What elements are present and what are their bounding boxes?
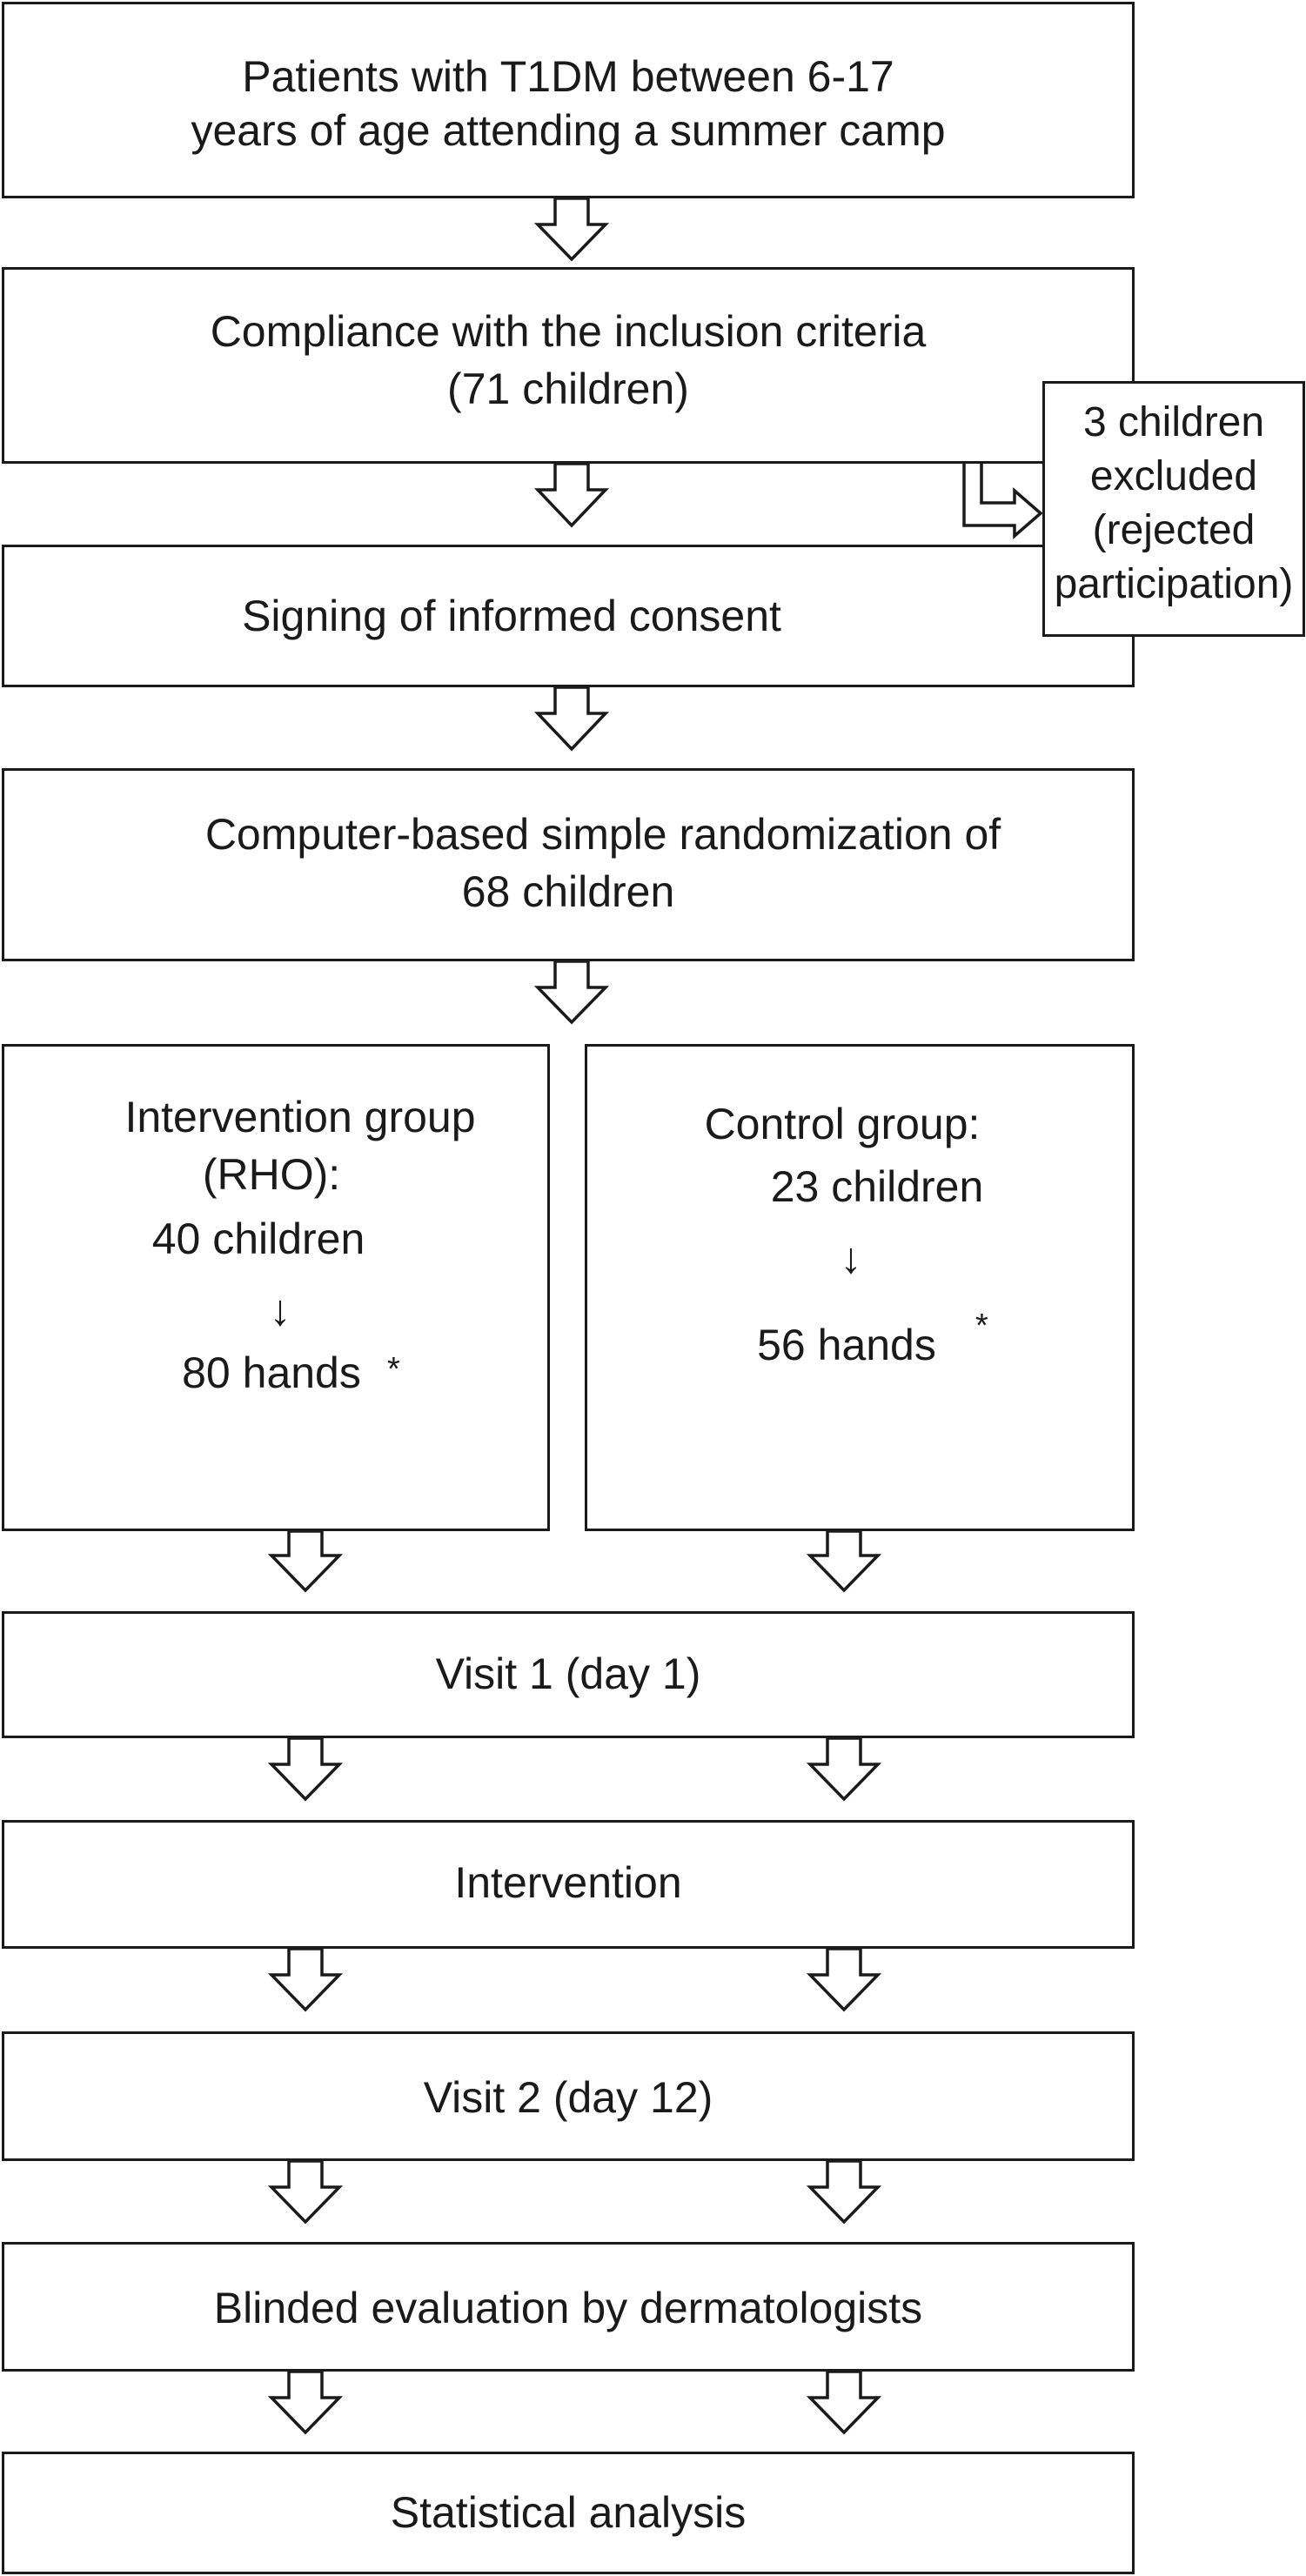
arrow-down [267,2159,344,2225]
arrow-down [806,1736,882,1802]
randomization-line1: Computer-based simple randomization of [204,810,1001,859]
visit2-box: Visit 2 (day 12) [2,2031,1135,2161]
patients-line1: Patients with T1DM between 6-17 [242,52,894,101]
consent-line1: Signing of informed consent [242,592,781,640]
control-group-line2: 23 children [770,1162,984,1211]
intervention-group-line3: 40 children [151,1214,365,1263]
visit2-line1: Visit 2 (day 12) [423,2073,713,2122]
control-group-arrow: ↓ [840,1234,862,1282]
control-group-line3: 56 hands [757,1321,936,1369]
arrow-excluded [962,459,1043,539]
arrow-down [533,960,610,1025]
intervention-group-arrow: ↓ [269,1286,291,1335]
visit1-box: Visit 1 (day 1) [2,1611,1135,1738]
arrow-down [267,1736,344,1802]
patients-line2: years of age attending a summer camp [191,106,946,155]
control-group-box: Control group: 23 children ↓ 56 hands * [585,1044,1135,1531]
arrow-down [267,1529,344,1593]
intervention-line1: Intervention [454,1858,682,1907]
intervention-group-line2: (RHO): [202,1150,341,1199]
compliance-line1: Compliance with the inclusion criteria [210,307,927,356]
control-group-asterisk: * [975,1308,988,1344]
arrow-down [267,1947,344,2012]
excluded-line1: 3 children [1082,399,1265,445]
intervention-group-line1: Intervention group [124,1093,476,1141]
arrow-down [806,1529,882,1593]
arrow-down [267,2370,344,2435]
evaluation-line1: Blinded evaluation by dermatologists [213,2284,923,2332]
visit1-line1: Visit 1 (day 1) [435,1649,701,1698]
excluded-line4: participation) [1054,561,1294,607]
randomization-line2: 68 children [461,867,675,916]
consent-box: Signing of informed consent [2,545,1135,687]
arrow-down [533,686,610,752]
randomization-box: Computer-based simple randomization of 6… [2,768,1135,961]
arrow-down [806,2370,882,2435]
compliance-box: Compliance with the inclusion criteria (… [2,267,1135,464]
compliance-line2: (71 children) [447,365,689,413]
arrow-down [806,2159,882,2225]
analysis-line1: Statistical analysis [390,2488,747,2537]
control-group-line1: Control group: [704,1100,981,1148]
arrow-down [533,197,610,262]
excluded-line2: excluded [1089,453,1258,499]
intervention-group-line4: 80 hands [182,1348,361,1397]
excluded-box: 3 children excluded (rejected participat… [1042,381,1305,637]
excluded-line3: (rejected [1092,507,1256,553]
analysis-box: Statistical analysis [2,2452,1135,2574]
arrow-down [806,1947,882,2012]
patients-box: Patients with T1DM between 6-17 years of… [2,2,1135,198]
evaluation-box: Blinded evaluation by dermatologists [2,2242,1135,2372]
intervention-box: Intervention [2,1820,1135,1949]
intervention-group-box: Intervention group (RHO): 40 children ↓ … [2,1044,550,1531]
intervention-group-asterisk: * [387,1351,400,1388]
arrow-down [533,462,610,528]
